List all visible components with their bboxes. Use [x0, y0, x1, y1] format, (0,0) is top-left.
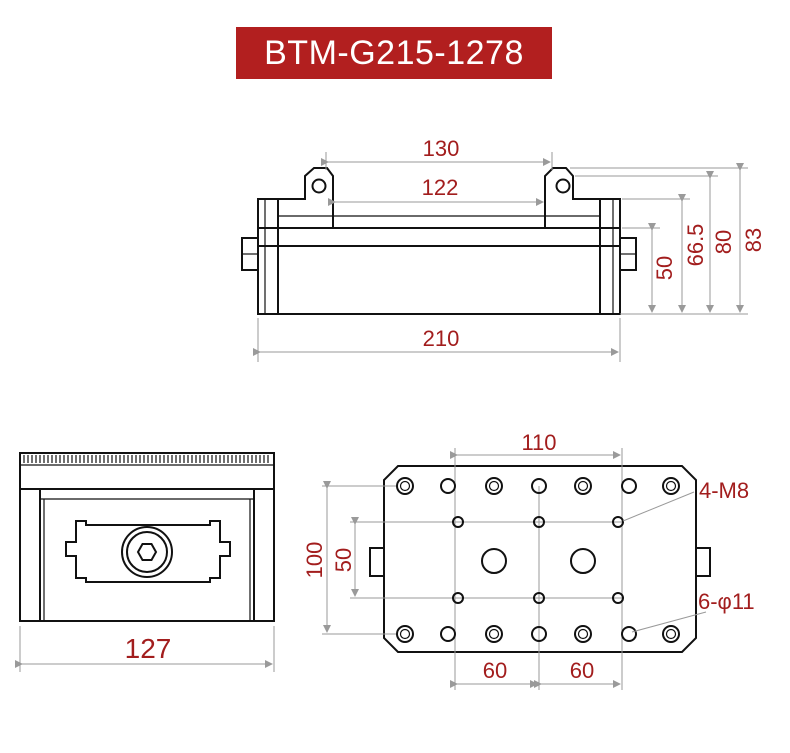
m8-holes	[452, 516, 624, 604]
dim-83: 83	[741, 228, 766, 252]
lug-hole-left	[311, 178, 327, 194]
dim-80: 80	[711, 230, 736, 254]
front-body	[257, 227, 621, 315]
dim-60-right: 60	[570, 658, 594, 683]
dim-60-left: 60	[483, 658, 507, 683]
dim-100: 100	[302, 542, 327, 579]
top-plate	[383, 465, 697, 653]
screw-outer	[121, 526, 173, 578]
dim-130: 130	[423, 136, 460, 161]
dim-50-height: 50	[652, 256, 677, 280]
serration	[23, 455, 269, 463]
dim-210: 210	[423, 326, 460, 351]
counterbore-holes	[440, 477, 637, 643]
corner-holes	[396, 477, 680, 643]
hex-nut-icon	[136, 543, 158, 561]
dim-110: 110	[521, 430, 556, 455]
top-view: 110 100 50 60 60 4-M8 6-φ11	[302, 430, 755, 690]
title-banner: BTM-G215-1278	[236, 27, 552, 79]
slot-profile	[65, 520, 231, 583]
center-hole-right	[570, 548, 596, 574]
dim-127: 127	[125, 633, 172, 664]
side-view: 127	[15, 452, 275, 672]
front-view: 130 122 210 50 66.5 80 83	[241, 136, 766, 362]
center-hole-left	[481, 548, 507, 574]
top-bolt-right	[695, 547, 711, 577]
dim-50-width: 50	[331, 548, 356, 572]
label-6-phi11: 6-φ11	[698, 589, 755, 614]
lug-hole-right	[555, 178, 571, 194]
title-text: BTM-G215-1278	[264, 33, 524, 72]
top-bolt-left	[369, 547, 385, 577]
dim-66-5: 66.5	[683, 224, 708, 267]
label-4-m8: 4-M8	[699, 478, 749, 503]
dim-122: 122	[422, 175, 459, 200]
side-body	[19, 452, 275, 622]
